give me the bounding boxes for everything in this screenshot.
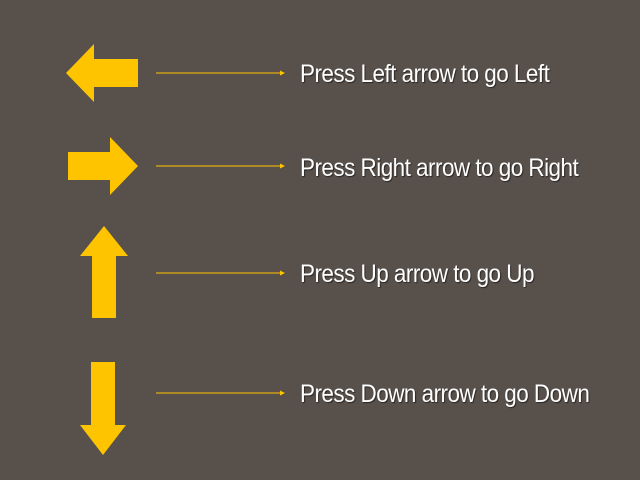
- arrow-up-icon: [80, 226, 128, 318]
- instruction-text-left: Press Left arrow to go Left: [300, 60, 550, 88]
- arrow-down-icon: [80, 362, 126, 455]
- pointer-line: [156, 390, 285, 396]
- pointer-line: [156, 163, 285, 169]
- instruction-text-up: Press Up arrow to go Up: [300, 260, 534, 288]
- pointer-line: [156, 270, 285, 276]
- arrow-right-icon: [68, 137, 138, 195]
- instruction-text-down: Press Down arrow to go Down: [300, 380, 590, 408]
- pointer-line: [156, 70, 285, 76]
- instruction-text-right: Press Right arrow to go Right: [300, 154, 579, 182]
- arrow-left-icon: [66, 44, 138, 102]
